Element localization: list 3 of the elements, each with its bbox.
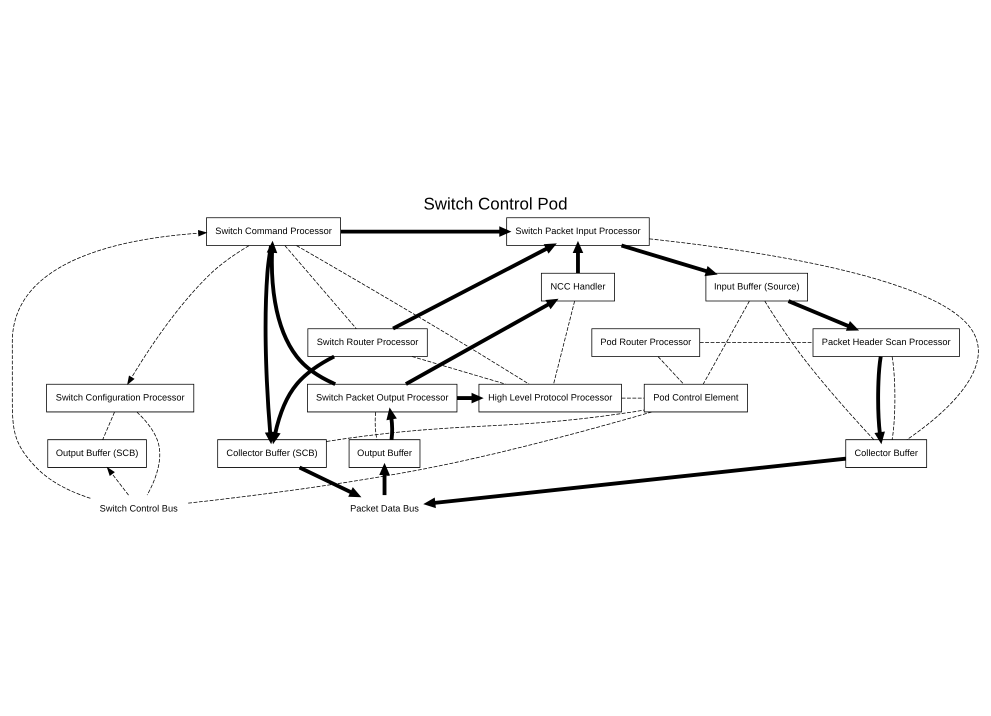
diagram-title: Switch Control Pod <box>423 194 568 214</box>
node-text: Switch Control Bus <box>100 503 178 514</box>
node-text: Packet Data Bus <box>350 503 419 514</box>
